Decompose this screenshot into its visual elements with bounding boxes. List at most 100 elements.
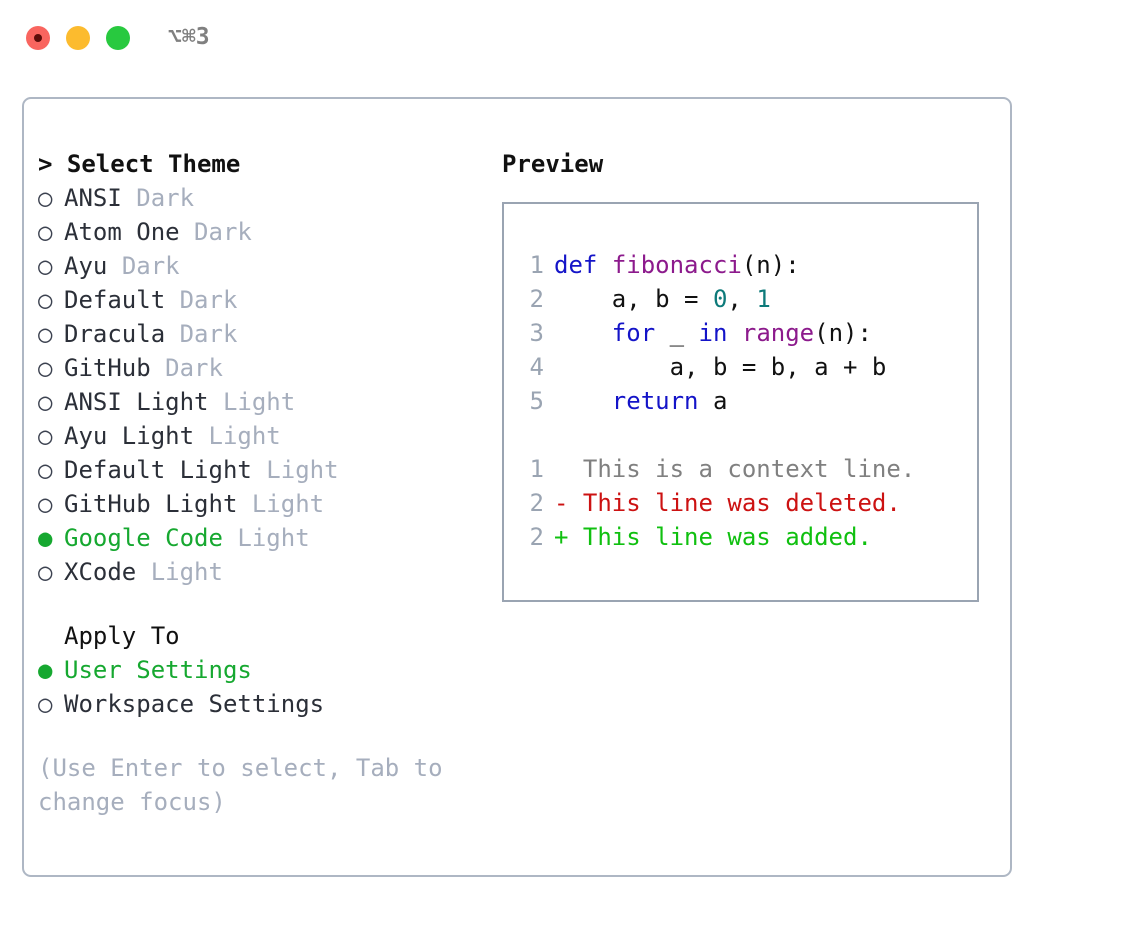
radio-unselected-icon: ○ [38, 690, 53, 718]
apply-to-list: ●User Settings ○ Workspace Settings [38, 653, 488, 721]
code-token: 1 [756, 285, 771, 313]
radio-unselected-icon: ○ [38, 286, 53, 314]
preview-title: Preview [502, 150, 604, 178]
code-token: range [741, 319, 815, 347]
theme-option-ayu-light[interactable]: ○ Ayu Light Light [38, 419, 488, 453]
close-icon [34, 34, 42, 42]
code-token [727, 319, 741, 347]
theme-option-default-light[interactable]: ○ Default Light Light [38, 453, 488, 487]
title-bar: ⌥⌘3 [0, 0, 1140, 76]
code-token: a, b = b, a + b [554, 353, 887, 381]
preview-separator [518, 418, 971, 452]
apply-to-option-workspace-settings[interactable]: ○ Workspace Settings [38, 687, 488, 721]
keyboard-hint-text: (Use Enter to select, Tab to change focu… [38, 754, 443, 816]
code-token [597, 251, 611, 279]
theme-name: Dracula [64, 320, 166, 348]
apply-to-header: Apply To [64, 622, 180, 650]
theme-option-default[interactable]: ○ Default Dark [38, 283, 488, 317]
code-token: def [554, 251, 598, 279]
code-token [554, 319, 612, 347]
theme-list: ○ANSI Dark○Atom One Dark○Ayu Dark○Defaul… [38, 181, 488, 589]
line-number: 3 [529, 319, 544, 347]
theme-option-google-code[interactable]: ● Google Code Light [38, 521, 488, 555]
code-line: 4 a, b = b, a + b [518, 350, 971, 384]
radio-unselected-icon: ○ [38, 456, 53, 484]
apply-to-label: User Settings [64, 656, 252, 684]
diff-marker: + [554, 523, 569, 551]
code-token: (n): [741, 251, 800, 279]
theme-option-atom-one[interactable]: ○Atom One Dark [38, 215, 488, 249]
maximize-window-button[interactable] [106, 26, 130, 50]
radio-unselected-icon: ○ [38, 490, 53, 518]
theme-option-xcode[interactable]: ○ XCode Light [38, 555, 488, 589]
diff-line-del: 2- This line was deleted. [518, 486, 971, 520]
line-number: 4 [529, 353, 544, 381]
radio-unselected-icon: ○ [38, 558, 53, 586]
apply-to-option-user-settings[interactable]: ●User Settings [38, 653, 488, 687]
code-token: _ [655, 319, 699, 347]
radio-selected-icon: ● [38, 524, 53, 552]
code-token: fibonacci [611, 251, 742, 279]
diff-text: This is a context line. [568, 455, 916, 483]
theme-variant-badge: Dark [165, 354, 223, 382]
code-token: 0 [712, 285, 728, 313]
theme-name: Google Code [64, 524, 223, 552]
line-number: 1 [529, 251, 544, 279]
radio-unselected-icon: ○ [38, 184, 53, 212]
code-token: in [698, 319, 728, 347]
theme-name: Default [64, 286, 166, 314]
line-number: 2 [529, 285, 544, 313]
radio-unselected-icon: ○ [38, 218, 53, 246]
code-line: 3 for _ in range(n): [518, 316, 971, 350]
line-number: 2 [529, 523, 544, 551]
code-token: a [698, 387, 728, 415]
theme-name: Ayu Light [64, 422, 195, 450]
radio-unselected-icon: ○ [38, 388, 53, 416]
radio-unselected-icon: ○ [38, 252, 53, 280]
code-token [554, 387, 612, 415]
diff-line-ctx: 1 This is a context line. [518, 452, 971, 486]
line-number: 2 [529, 489, 544, 517]
theme-option-ansi-light[interactable]: ○ANSI Light Light [38, 385, 488, 419]
theme-option-dracula[interactable]: ○ Dracula Dark [38, 317, 488, 351]
theme-variant-badge: Light [237, 524, 310, 552]
theme-option-github-light[interactable]: ○ GitHub Light Light [38, 487, 488, 521]
code-line: 5 return a [518, 384, 971, 418]
code-line: 2 a, b = 0, 1 [518, 282, 971, 316]
diff-marker: - [554, 489, 569, 517]
theme-name: Default Light [64, 456, 252, 484]
theme-option-ayu[interactable]: ○Ayu Dark [38, 249, 488, 283]
theme-name: Ayu [64, 252, 108, 280]
theme-option-github[interactable]: ○ GitHub Dark [38, 351, 488, 385]
theme-name: ANSI Light [64, 388, 209, 416]
theme-name: GitHub Light [64, 490, 238, 518]
theme-name: GitHub [64, 354, 151, 382]
code-token: return [611, 387, 699, 415]
code-token: (n): [814, 319, 872, 347]
code-token: a, b = [554, 285, 713, 313]
apply-to-label: Workspace Settings [64, 690, 325, 718]
theme-variant-badge: Light [150, 558, 223, 586]
code-token: , [727, 285, 757, 313]
theme-variant-badge: Dark [179, 320, 238, 348]
theme-variant-badge: Dark [194, 218, 252, 246]
theme-variant-badge: Light [208, 422, 281, 450]
theme-variant-badge: Light [251, 490, 325, 518]
theme-variant-badge: Dark [179, 286, 238, 314]
minimize-window-button[interactable] [66, 26, 90, 50]
keyboard-shortcut-label: ⌥⌘3 [168, 24, 210, 50]
line-number: 5 [529, 387, 544, 415]
radio-unselected-icon: ○ [38, 320, 53, 348]
apply-to-section: Apply To ●User Settings ○ Workspace Settin… [38, 619, 488, 721]
theme-option-ansi[interactable]: ○ANSI Dark [38, 181, 488, 215]
radio-unselected-icon: ○ [38, 422, 53, 450]
theme-name: XCode [64, 558, 137, 586]
diff-line-add: 2+ This line was added. [518, 520, 971, 554]
theme-variant-badge: Light [266, 456, 339, 484]
radio-unselected-icon: ○ [38, 354, 53, 382]
code-token: for [611, 319, 656, 347]
